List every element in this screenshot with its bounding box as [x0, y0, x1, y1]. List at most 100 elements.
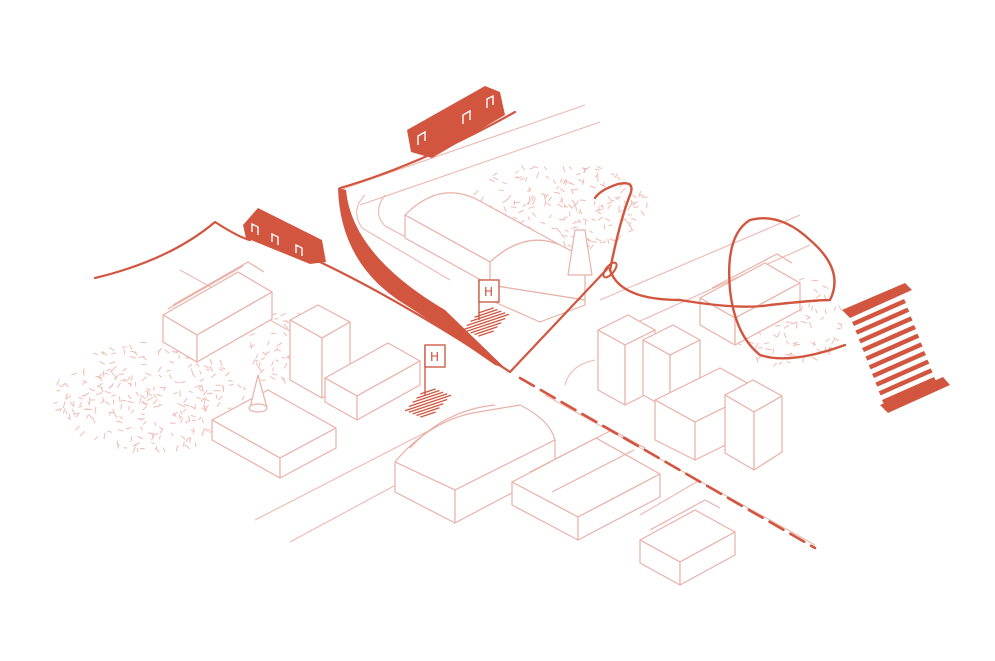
- vegetation-speck: [283, 323, 289, 329]
- vegetation-speck: [103, 432, 106, 439]
- vegetation-speck: [97, 383, 103, 388]
- vegetation-speck: [543, 193, 545, 199]
- vegetation-speck: [175, 445, 179, 452]
- vegetation-speck: [261, 356, 266, 361]
- vegetation-speck: [117, 443, 120, 449]
- vegetation-speck: [180, 404, 186, 408]
- vegetation-speck: [147, 391, 152, 396]
- vegetation-speck: [185, 420, 190, 424]
- vegetation-speck: [488, 178, 495, 182]
- helipad-upper: H: [462, 279, 510, 337]
- vegetation-speck: [131, 409, 134, 414]
- vegetation-speck: [78, 397, 83, 400]
- vegetation-speck: [100, 387, 104, 393]
- vegetation-speck: [540, 221, 546, 225]
- vegetation-speck: [85, 414, 89, 419]
- vegetation-speck: [560, 233, 565, 239]
- needle-icon: [508, 261, 618, 374]
- vegetation-speck: [280, 312, 287, 317]
- vegetation-speck: [806, 317, 811, 320]
- vegetation-speck: [528, 206, 535, 209]
- vegetation-speck: [127, 400, 134, 404]
- building-hangar-bottom: [394, 404, 556, 524]
- vegetation-speck: [275, 359, 279, 362]
- vegetation-speck: [158, 435, 161, 440]
- vegetation-speck: [526, 200, 531, 205]
- vegetation-speck: [514, 175, 519, 179]
- vegetation-speck: [65, 393, 68, 400]
- vegetation-speck: [203, 396, 206, 401]
- vegetation-speck: [168, 374, 172, 379]
- vegetation-speck: [68, 413, 71, 419]
- vegetation-speck: [56, 379, 60, 386]
- vegetation-speck: [152, 399, 158, 405]
- vegetation-speck: [815, 309, 818, 314]
- vegetation-speck: [82, 381, 87, 386]
- vegetation-speck: [159, 386, 167, 389]
- vegetation-speck: [559, 199, 564, 203]
- vegetation-speck: [610, 200, 615, 202]
- vegetation-speck: [88, 388, 96, 392]
- vegetation-speck: [202, 390, 208, 396]
- vegetation-speck: [559, 178, 563, 183]
- helipad-hatch-line: [466, 317, 506, 332]
- vegetation-speck: [78, 405, 83, 408]
- vegetation-speck: [811, 279, 819, 282]
- vegetation-speck: [199, 370, 202, 375]
- vegetation-speck: [800, 306, 803, 312]
- vegetation-speck: [577, 211, 582, 214]
- vegetation-speck: [62, 408, 66, 414]
- vegetation-speck: [610, 173, 615, 176]
- vegetation-speck: [792, 341, 799, 344]
- vegetation-speck: [157, 366, 162, 373]
- vegetation-speck: [825, 338, 830, 342]
- vegetation-speck: [151, 435, 155, 440]
- vegetation-speck: [135, 391, 139, 397]
- vegetation-speck: [548, 214, 552, 219]
- vegetation-speck: [79, 401, 83, 406]
- vegetation-speck: [515, 170, 519, 174]
- helipad-letter: H: [430, 350, 439, 364]
- vegetation-speck: [53, 402, 58, 404]
- vegetation-speck: [117, 382, 121, 388]
- vegetation-speck: [582, 218, 588, 221]
- vegetation-speck: [572, 221, 576, 225]
- vegetation-speck: [162, 447, 166, 453]
- vegetation-speck: [595, 238, 602, 242]
- vegetation-speck: [576, 200, 579, 205]
- vegetation-speck: [595, 172, 599, 178]
- train-icon-small: [243, 208, 326, 264]
- helipad-hatch-line: [420, 388, 436, 395]
- vegetation-speck: [196, 362, 200, 367]
- vegetation-speck: [265, 351, 271, 355]
- vegetation-speck: [209, 365, 213, 372]
- vegetation-speck: [140, 341, 147, 344]
- vegetation-speck: [205, 429, 211, 432]
- vegetation-speck: [570, 226, 578, 229]
- vegetation-speck: [567, 181, 573, 184]
- vegetation-speck: [787, 352, 793, 356]
- vegetation-speck: [142, 400, 147, 406]
- building-small-bottom: [639, 499, 736, 586]
- vegetation-speck: [156, 394, 162, 397]
- spool-thread-band: [852, 299, 906, 326]
- vegetation-speck: [252, 359, 256, 365]
- vegetation-speck: [220, 367, 226, 370]
- vegetation-speck: [192, 373, 196, 378]
- vegetation-speck: [582, 178, 585, 185]
- vegetation-speck: [133, 351, 138, 356]
- vegetation-speck: [522, 203, 527, 208]
- train-icon: [407, 86, 505, 158]
- vegetation-speck: [102, 370, 105, 378]
- vegetation-speck: [79, 431, 85, 437]
- vegetation-speck: [607, 204, 611, 209]
- vegetation-speck: [544, 193, 549, 200]
- building-block-left: [324, 342, 421, 421]
- vegetation-speck: [571, 204, 577, 208]
- vegetation-speck: [571, 188, 579, 191]
- vegetation-speck: [111, 366, 117, 372]
- vegetation-speck: [810, 305, 814, 311]
- vegetation-speck: [594, 169, 600, 171]
- vegetation-speck: [199, 389, 204, 392]
- vegetation-speck: [188, 415, 191, 422]
